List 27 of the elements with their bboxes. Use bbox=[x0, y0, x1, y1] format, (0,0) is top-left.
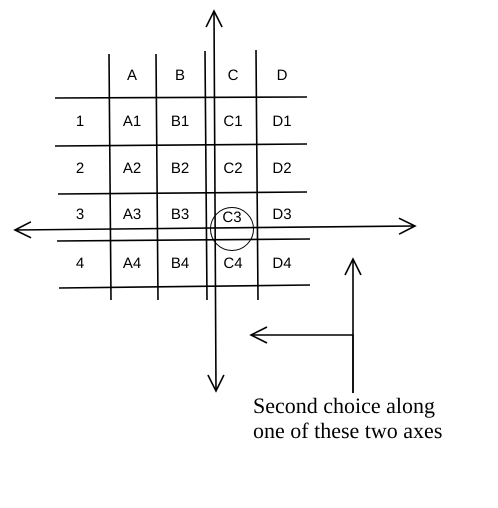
grid-label: B4 bbox=[170, 255, 190, 273]
circled-cell bbox=[210, 207, 254, 251]
grid-label: 2 bbox=[76, 160, 84, 178]
grid-label: C4 bbox=[223, 255, 243, 273]
grid-label: C3 bbox=[222, 209, 242, 227]
grid-label: 4 bbox=[76, 255, 84, 273]
grid-label: 1 bbox=[76, 113, 84, 131]
grid-label: D1 bbox=[272, 113, 292, 131]
grid-label: B3 bbox=[170, 206, 190, 224]
grid-label: D3 bbox=[272, 206, 292, 224]
grid-label: C1 bbox=[223, 113, 243, 131]
grid-label: A2 bbox=[122, 160, 142, 178]
grid-label: B1 bbox=[170, 113, 190, 131]
grid-label: A4 bbox=[122, 255, 142, 273]
grid-label: D2 bbox=[272, 160, 292, 178]
grid-label: C bbox=[228, 67, 238, 85]
grid-label: B bbox=[175, 67, 185, 85]
grid-label: B2 bbox=[170, 160, 190, 178]
grid-label: 3 bbox=[76, 206, 84, 224]
grid-label: A1 bbox=[122, 113, 142, 131]
grid-label: A bbox=[127, 67, 137, 85]
grid-label: D4 bbox=[272, 255, 292, 273]
grid-label: A3 bbox=[122, 206, 142, 224]
grid-label: C2 bbox=[223, 160, 243, 178]
leader-arrow bbox=[250, 326, 354, 393]
caption-text: Second choice along one of these two axes bbox=[253, 393, 444, 443]
grid-label: D bbox=[276, 67, 288, 85]
